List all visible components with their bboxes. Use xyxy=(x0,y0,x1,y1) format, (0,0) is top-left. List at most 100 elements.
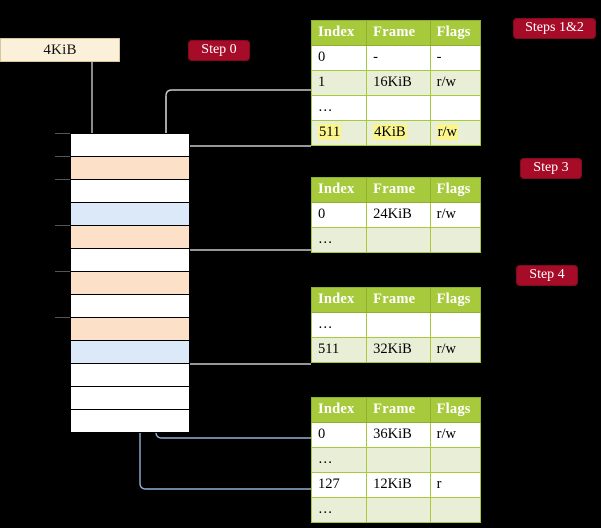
table-cell-index: 0 xyxy=(310,45,368,71)
table-cell-index: … xyxy=(310,95,368,121)
table-cell-frame xyxy=(366,497,431,523)
table-cell-flags xyxy=(429,227,482,253)
step-tag-step-3: Step 3 xyxy=(520,158,582,179)
table-cell-flags xyxy=(429,312,482,338)
memory-frame-row xyxy=(70,225,190,249)
memory-frame-tick xyxy=(55,179,70,180)
table-cell-index: … xyxy=(310,227,368,253)
table-row: 511 4KiB r/w xyxy=(310,120,482,146)
column-header-index: Index xyxy=(310,397,368,423)
memory-frame-row xyxy=(70,386,190,410)
step-tag-step-4: Step 4 xyxy=(516,265,578,286)
memory-frame-row xyxy=(70,363,190,387)
table-cell-frame xyxy=(366,95,431,121)
page-size-label: 4KiB xyxy=(43,41,77,58)
step-tag-steps-1-2: Steps 1&2 xyxy=(513,18,596,39)
table-cell-frame: - xyxy=(366,45,431,71)
table-cell-frame: 16KiB xyxy=(366,70,431,96)
memory-frame-tick xyxy=(55,225,70,226)
table-cell-frame xyxy=(366,312,431,338)
cell-highlight: 511 xyxy=(318,124,342,140)
column-header-flags: Flags xyxy=(429,20,482,46)
table-cell-index: 0 xyxy=(310,202,368,228)
table-cell-flags xyxy=(429,497,482,523)
column-header-flags: Flags xyxy=(429,177,482,203)
memory-frame-row xyxy=(70,248,190,272)
table-cell-flags xyxy=(429,447,482,473)
memory-frame-row xyxy=(70,202,190,226)
column-header-index: Index xyxy=(310,177,368,203)
table-cell-flags: r/w xyxy=(429,120,482,146)
memory-frame-tick xyxy=(55,133,70,134)
step-tag-label: Step 4 xyxy=(529,267,565,282)
memory-frame-row xyxy=(70,317,190,341)
memory-frame-row xyxy=(70,294,190,318)
table-cell-frame: 12KiB xyxy=(366,472,431,498)
step-tag-label: Steps 1&2 xyxy=(525,20,584,35)
step-tag-step-0: Step 0 xyxy=(188,40,250,61)
step-tag-label: Step 0 xyxy=(201,42,237,57)
table-cell-flags: r xyxy=(429,472,482,498)
table-cell-flags: r/w xyxy=(429,422,482,448)
table-cell-flags: r/w xyxy=(429,70,482,96)
memory-frame-row xyxy=(70,409,190,433)
table-cell-frame: 36KiB xyxy=(366,422,431,448)
table-cell-frame: 32KiB xyxy=(366,337,431,363)
table-cell-index: … xyxy=(310,447,368,473)
memory-frame-row xyxy=(70,156,190,180)
table-cell-flags: r/w xyxy=(429,337,482,363)
table-row: … xyxy=(310,227,482,253)
table-cell-index: … xyxy=(310,497,368,523)
table-row: … xyxy=(310,497,482,523)
column-header-index: Index xyxy=(310,287,368,313)
table-cell-index: 511 xyxy=(310,120,368,146)
column-header-frame: Frame xyxy=(366,177,431,203)
memory-frame-tick xyxy=(55,317,70,318)
table-cell-index: 1 xyxy=(310,70,368,96)
table-cell-index: … xyxy=(310,312,368,338)
table-cell-flags: - xyxy=(429,45,482,71)
table-cell-frame xyxy=(366,227,431,253)
table-cell-flags xyxy=(429,95,482,121)
table-row: … xyxy=(310,447,482,473)
table-cell-flags: r/w xyxy=(429,202,482,228)
step-tag-label: Step 3 xyxy=(533,160,569,175)
table-row: 0-- xyxy=(310,45,482,71)
column-header-frame: Frame xyxy=(366,287,431,313)
column-header-frame: Frame xyxy=(366,397,431,423)
table-cell-index: 511 xyxy=(310,337,368,363)
table-row: … xyxy=(310,312,482,338)
memory-frame-tick xyxy=(55,156,70,157)
column-header-index: Index xyxy=(310,20,368,46)
memory-frame-row xyxy=(70,271,190,295)
memory-frame-row xyxy=(70,133,190,157)
memory-frame-row xyxy=(70,340,190,364)
cell-highlight: r/w xyxy=(436,124,458,140)
table-cell-index: 0 xyxy=(310,422,368,448)
table-cell-index: 127 xyxy=(310,472,368,498)
table-cell-frame: 4KiB xyxy=(366,120,431,146)
page-size-box: 4KiB xyxy=(0,38,120,62)
table-row: … xyxy=(310,95,482,121)
memory-frame-row xyxy=(70,179,190,203)
cell-highlight: 4KiB xyxy=(373,124,407,140)
column-header-frame: Frame xyxy=(366,20,431,46)
column-header-flags: Flags xyxy=(429,397,482,423)
table-cell-frame: 24KiB xyxy=(366,202,431,228)
column-header-flags: Flags xyxy=(429,287,482,313)
table-cell-frame xyxy=(366,447,431,473)
memory-frame-tick xyxy=(55,271,70,272)
